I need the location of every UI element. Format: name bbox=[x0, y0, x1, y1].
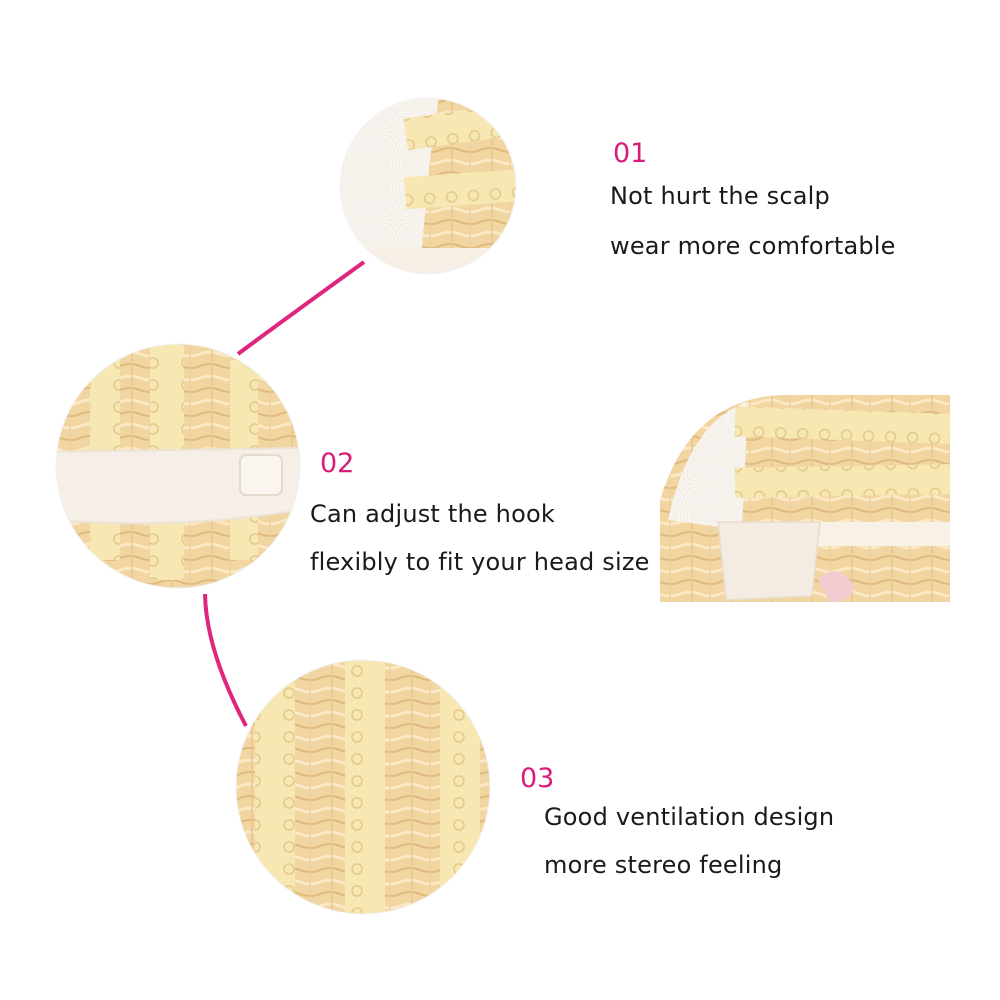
photo-cap-side bbox=[660, 395, 951, 603]
feature-line-2: more stereo feeling bbox=[544, 851, 783, 879]
feature-number: 02 bbox=[320, 448, 355, 479]
feature-line-1: Not hurt the scalp bbox=[610, 182, 830, 210]
feature-line-1: Good ventilation design bbox=[544, 803, 835, 831]
photo-circle-01 bbox=[340, 98, 516, 274]
feature-line-2: wear more comfortable bbox=[610, 232, 896, 260]
photo-circle-02 bbox=[56, 344, 300, 588]
connector-curve-1 bbox=[236, 260, 366, 356]
feature-line-2: flexibly to fit your head size bbox=[310, 548, 650, 576]
feature-line-1: Can adjust the hook bbox=[310, 500, 555, 528]
connector-curve-2 bbox=[203, 593, 248, 727]
feature-number: 01 bbox=[613, 138, 648, 169]
photo-circle-03 bbox=[236, 660, 490, 914]
feature-number: 03 bbox=[520, 763, 555, 794]
